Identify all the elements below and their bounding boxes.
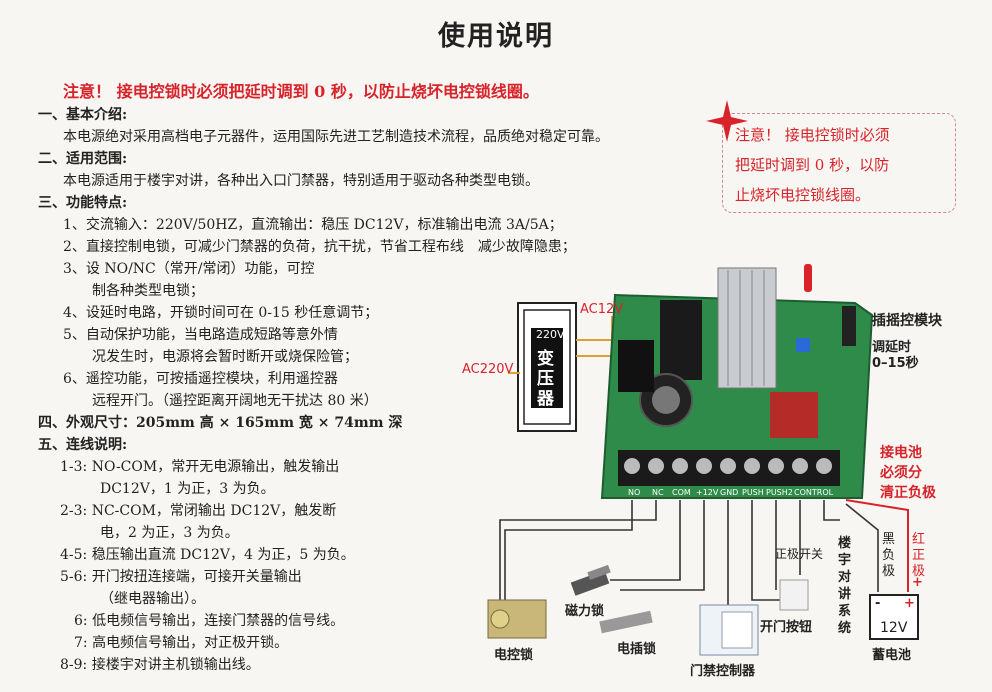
terminal-label: NC [652, 488, 664, 497]
transformer-label: 器 [537, 389, 554, 409]
intercom-label: 楼 [838, 536, 852, 551]
access-controller [699, 604, 759, 656]
positive-label: 红 [912, 532, 926, 547]
wiring-line: 6: 低电频信号输出，连接门禁器的信号线。 [74, 613, 345, 629]
note-line: 止烧坏电控锁线圈。 [735, 186, 871, 204]
feature-line: 6、遥控功能，可按插遥控模块，利用遥控器 [63, 371, 338, 387]
feature-line: 1、交流输入：220V/50HZ，直流输出：稳压 DC12V，标准输出电流 3A… [63, 217, 563, 233]
intro-text: 本电源绝对采用高档电子元器件，运用国际先进工艺制造技术流程，品质绝对稳定可靠。 [63, 129, 609, 145]
section-heading-scope: 二、适用范围: [38, 151, 128, 167]
terminal-label: +12V [696, 488, 719, 497]
wiring-line: 2-3: NC-COM，常闭输出 DC12V，触发断 [60, 503, 337, 519]
pcb-board [600, 264, 874, 499]
wiring-line: （继电器输出）。 [100, 591, 205, 607]
plus-sign: + [912, 575, 923, 590]
section-heading-intro: 一、基本介绍: [38, 107, 128, 123]
page-title: 使用说明 [438, 21, 554, 52]
terminal-label: COM [672, 488, 691, 497]
transformer-label: 变 [537, 349, 554, 369]
wiring-line: 8-9: 接楼宇对讲主机锁输出线。 [60, 657, 260, 673]
magnetic-lock-label: 磁力锁 [565, 604, 605, 619]
terminal-label: CONTROL [794, 488, 834, 497]
magnetic-lock [570, 564, 611, 596]
remote-module-label: 插摇控模块 [872, 313, 942, 329]
feature-line: 远程开门。（遥控距离开阔地无干扰达 80 米） [92, 393, 378, 409]
feature-line: 况发生时，电源将会暂时断开或烧保险管； [92, 349, 358, 365]
negative-label: 黑 [882, 532, 896, 547]
terminal-block [618, 450, 840, 486]
feature-line: 4、设延时电路，开锁时间可在 0-15 秒任意调节； [63, 305, 379, 321]
wiring-line: 4-5: 稳压输出直流 DC12V，4 为正，5 为负。 [60, 547, 355, 563]
plus-sign: + [904, 596, 915, 611]
transformer-voltage: 220V [536, 328, 565, 341]
positive-label: 极 [912, 564, 926, 579]
dimensions-value: 205mm 高 × 165mm 宽 × 74mm 深 [136, 415, 403, 431]
battery-note: 接电池 [880, 445, 922, 461]
section-heading-wiring: 五、连线说明: [38, 437, 128, 453]
wiring-line: 1-3: NO-COM，常开无电源输出，触发输出 [60, 459, 340, 475]
intercom-label: 统 [838, 621, 852, 636]
electric-lock [487, 599, 547, 639]
wiring-line: 电，2 为正，3 为负。 [100, 525, 239, 541]
wiring-line: DC12V，1 为正，3 为负。 [100, 481, 275, 497]
ac220-label: AC220V [462, 362, 514, 377]
door-button-label: 开门按钮 [760, 620, 813, 635]
wires [499, 500, 879, 610]
transformer [517, 302, 577, 432]
feature-line: 5、自动保护功能，当电路造成短路等意外情 [63, 327, 338, 343]
terminal-label: GND [720, 488, 739, 497]
intercom-label: 对 [838, 570, 852, 585]
battery-note: 清正负极 [880, 485, 936, 501]
battery [869, 594, 919, 640]
terminal-label: PUSH2 [766, 488, 793, 497]
door-button [779, 579, 809, 611]
feature-line: 制各种类型电锁； [92, 283, 204, 299]
note-line: 注意！ 接电控锁时必须 [735, 126, 890, 144]
star-icon [706, 100, 748, 142]
delay-label: 调延时 [872, 340, 912, 355]
note-box: 注意！ 接电控锁时必须 把延时调到 0 秒，以防 止烧坏电控锁线圈。 [722, 113, 956, 213]
access-controller-label: 门禁控制器 [690, 664, 756, 679]
intercom-label: 讲 [838, 587, 852, 602]
feature-line: 3、设 NO/NC（常开/常闭）功能，可控 [63, 261, 315, 277]
negative-label: 负 [882, 548, 896, 563]
negative-label: 极 [882, 564, 896, 579]
wiring-line: 5-6: 开门按扭连接端，可接开关量输出 [60, 569, 302, 585]
minus-sign: - [875, 596, 881, 611]
positive-switch-label: 正极开关 [775, 547, 824, 561]
scope-text: 本电源适用于楼宇对讲，各种出入口门禁器，特别适用于驱动各种类型电锁。 [63, 173, 539, 189]
wiring-line: 7: 高电频信号输出，对正极开锁。 [74, 635, 289, 651]
delay-range-label: 0–15秒 [872, 356, 919, 371]
ac12-label: AC12V [580, 302, 624, 317]
transformer-label: 压 [537, 369, 554, 389]
note-line: 把延时调到 0 秒，以防 [735, 156, 890, 174]
strike-lock [599, 610, 653, 634]
intercom-label: 系 [838, 604, 852, 619]
terminal-label: PUSH [742, 488, 764, 497]
warning-text: 注意！ 接电控锁时必须把延时调到 0 秒，以防止烧坏电控锁线圈。 [63, 82, 539, 101]
positive-label: 正 [912, 548, 926, 563]
strike-lock-label: 电插锁 [617, 642, 657, 657]
electric-lock-label: 电控锁 [494, 648, 534, 663]
intercom-label: 宇 [838, 553, 852, 568]
section-heading-dimensions: 四、外观尺寸：205mm 高 × 165mm 宽 × 74mm 深 [38, 415, 403, 431]
battery-voltage: 12V [880, 620, 908, 636]
battery-note: 必须分 [880, 465, 922, 481]
battery-label: 蓄电池 [872, 648, 912, 663]
terminal-label: NO [628, 488, 641, 497]
feature-line: 2、直接控制电锁，可减少门禁器的负荷，抗干扰，节省工程布线 减少故障隐患； [63, 239, 576, 255]
section-heading-features: 三、功能特点: [38, 195, 128, 211]
